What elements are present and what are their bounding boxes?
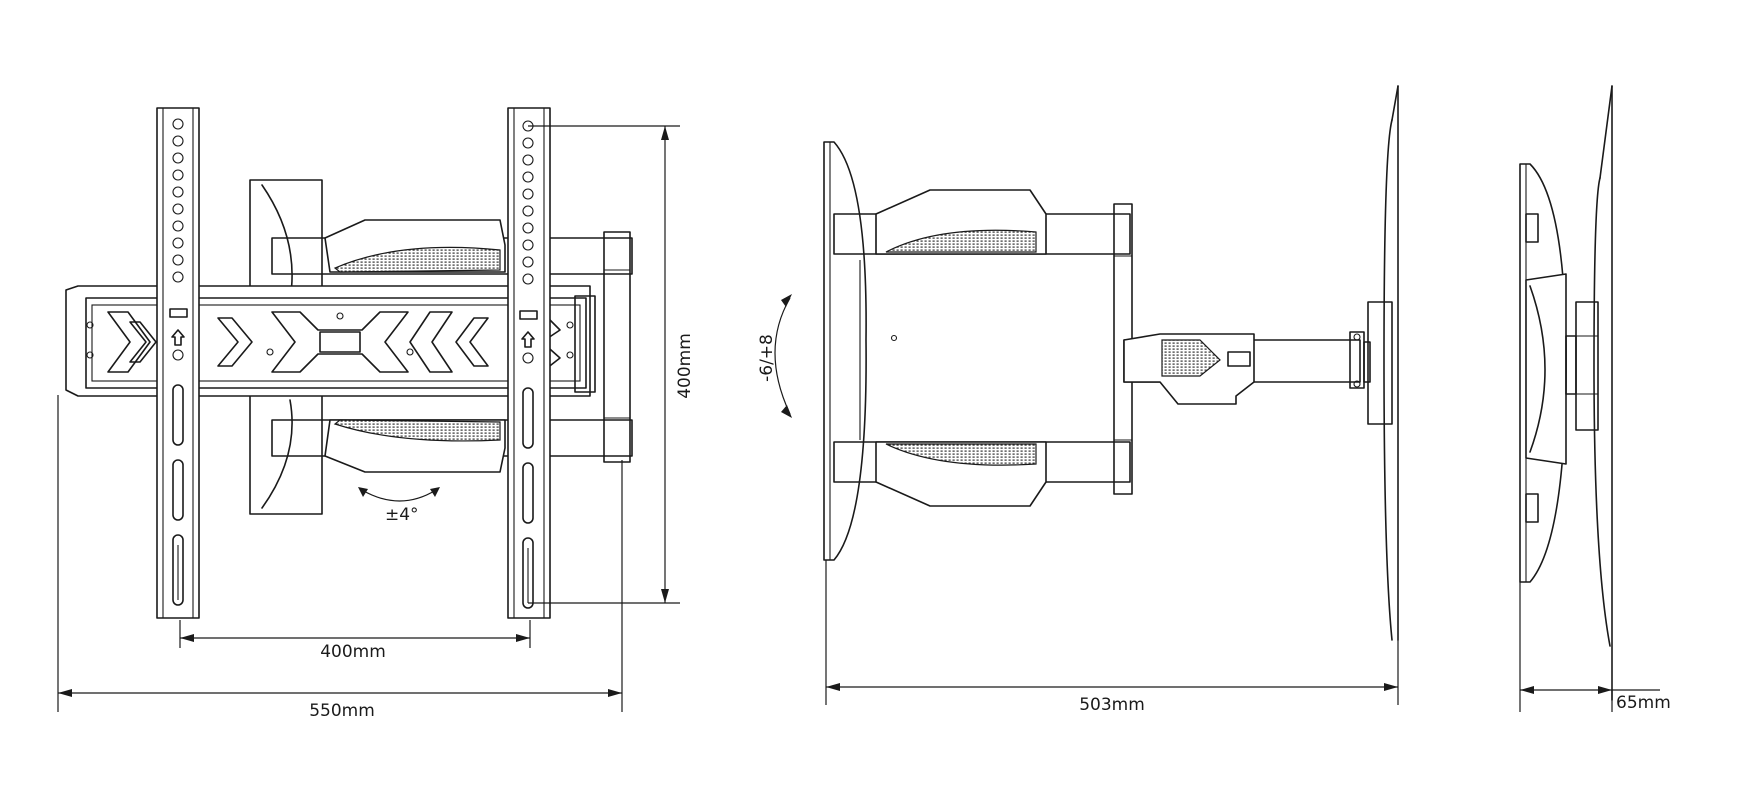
- side-upper-arm: [833, 189, 1131, 255]
- side-lower-arm: [833, 441, 1131, 507]
- right-vertical-bracket: [507, 107, 551, 619]
- left-bracket-holes: [172, 118, 184, 283]
- profile-tv-panel: [1593, 85, 1613, 701]
- dimension-550: 550mm: [57, 395, 623, 721]
- profile-view: 65mm: [1519, 85, 1671, 713]
- lower-arm: [271, 419, 633, 473]
- up-arrow-icon: [521, 331, 535, 348]
- rail-cutouts: [107, 311, 561, 373]
- side-extension-arm: [1123, 331, 1365, 405]
- side-tv-head: [1363, 85, 1399, 641]
- extension-503mm-label: 503mm: [1079, 695, 1145, 715]
- left-vertical-bracket: [156, 107, 200, 619]
- swivel-angle-label: ±4°: [385, 505, 419, 525]
- tilt-indicator: -6/+8: [757, 294, 792, 418]
- depth-65mm-label: 65mm: [1616, 693, 1671, 713]
- dimension-503: 503mm: [825, 560, 1399, 715]
- side-wall-plate: [823, 141, 867, 561]
- up-arrow-icon: [171, 329, 185, 346]
- upper-arm: [271, 219, 633, 463]
- right-bracket-holes: [522, 120, 534, 285]
- horizontal-400mm-label: 400mm: [320, 642, 386, 662]
- profile-arm-block: [1525, 273, 1599, 465]
- front-view: ±4° 400mm 400mm 550mm: [57, 107, 695, 721]
- swivel-indicator: ±4°: [358, 487, 440, 525]
- side-view: -6/+8: [757, 85, 1399, 715]
- dimension-vertical-400: 400mm: [528, 125, 695, 604]
- dimension-65: 65mm: [1519, 582, 1671, 713]
- width-550mm-label: 550mm: [309, 701, 375, 721]
- dimension-horizontal-400: 400mm: [179, 620, 531, 662]
- tilt-angle-label: -6/+8: [757, 334, 777, 382]
- vertical-400mm-label: 400mm: [675, 333, 695, 399]
